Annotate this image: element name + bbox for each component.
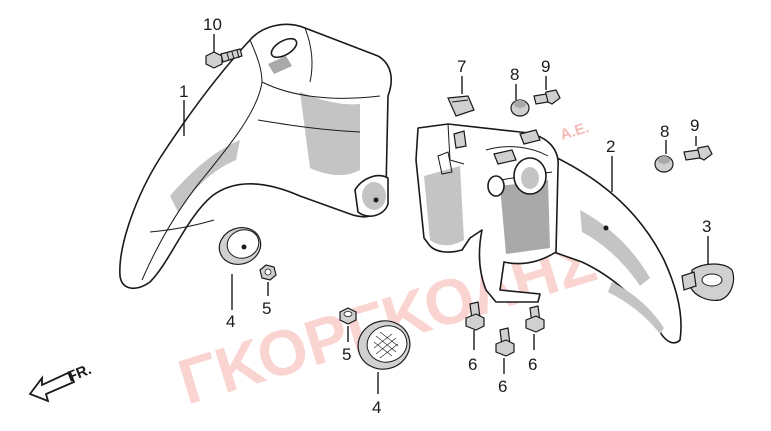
- screw-part-9-right: [683, 145, 713, 161]
- callout-8-top: 8: [510, 65, 519, 84]
- cap-part-4-left: [218, 227, 262, 265]
- arrow-left-icon: [28, 370, 76, 403]
- front-direction-indicator: FR.: [28, 361, 94, 403]
- bolt-part-6-right: [525, 305, 545, 333]
- callout-1: 1: [179, 82, 188, 101]
- watermark-suffix: Α.Ε.: [558, 119, 591, 144]
- callout-5-left: 5: [262, 299, 271, 318]
- cap-part-4-bottom: [357, 320, 411, 370]
- nut-part-5-left: [259, 264, 277, 281]
- callout-7: 7: [457, 57, 466, 76]
- bolt-part-6-left: [465, 301, 485, 331]
- front-fender-part-1: [119, 23, 392, 289]
- callout-4-left: 4: [226, 312, 235, 331]
- grommet-part-8-right: [654, 155, 674, 173]
- callout-6-right: 6: [528, 355, 537, 374]
- callout-labels: 10 1 4 5 7 8 9 8 9 2 3 5 4 6 6 6: [179, 15, 711, 417]
- inner-fender-part-2: [415, 123, 682, 344]
- screw-part-9-top: [533, 89, 561, 105]
- front-direction-label: FR.: [65, 361, 94, 386]
- callout-2: 2: [606, 137, 615, 156]
- callout-8-right: 8: [660, 122, 669, 141]
- bolt-part-10: [205, 48, 243, 69]
- callout-6-middle: 6: [498, 377, 507, 396]
- callout-9-top: 9: [541, 57, 550, 76]
- bolt-part-6-middle: [495, 327, 515, 357]
- callout-3: 3: [702, 217, 711, 236]
- leader-lines: [183, 34, 709, 394]
- nut-part-5-bottom: [339, 307, 357, 325]
- grommet-part-8-top: [510, 99, 530, 117]
- callout-10: 10: [203, 15, 222, 34]
- callout-6-left: 6: [468, 355, 477, 374]
- callout-5-bottom: 5: [342, 345, 351, 364]
- clip-part-7: [447, 95, 475, 117]
- callout-4-bottom: 4: [372, 398, 381, 417]
- fastener-part-3: [681, 263, 735, 301]
- callout-9-right: 9: [690, 116, 699, 135]
